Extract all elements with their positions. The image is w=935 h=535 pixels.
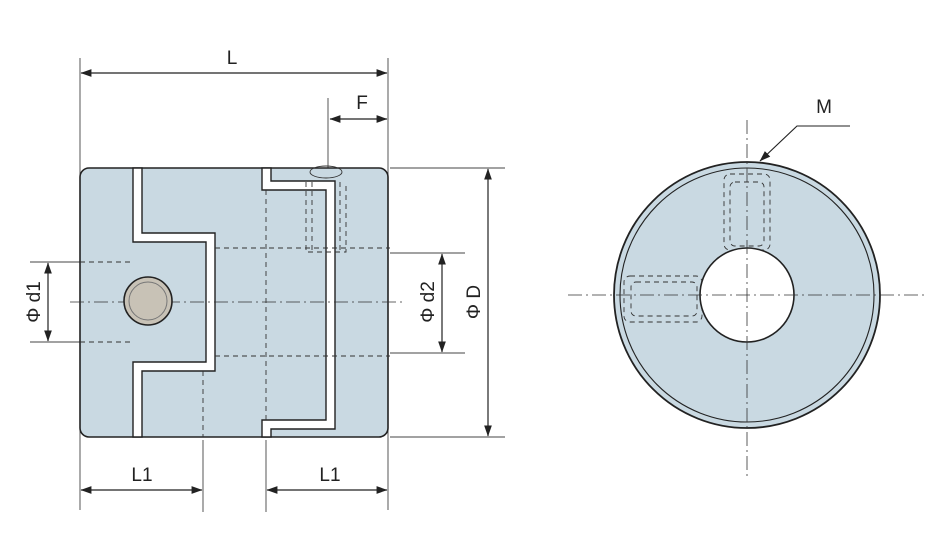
dimension-outer-d-label: Φ D	[464, 285, 485, 319]
dimension-l-label: L	[227, 48, 238, 69]
dimension-d2-label: Φ d2	[418, 281, 439, 323]
setscrew-hidden-vertical	[723, 173, 771, 251]
thread-leader-line	[759, 125, 850, 162]
thread-label: M	[816, 97, 832, 118]
dimension-d1-label: Φ d1	[24, 281, 45, 323]
dimension-l1-right-label: L1	[319, 465, 340, 486]
setscrew-top-edge	[309, 165, 343, 179]
setscrew-visible	[123, 276, 173, 326]
slot-left	[132, 167, 216, 438]
setscrew-hidden-horizontal-inner	[630, 281, 698, 317]
side-view: L F L1 L1 Φ d1 Φ d2 Φ D	[24, 48, 505, 512]
dimension-l1-left-label: L1	[131, 465, 152, 486]
end-view: M	[568, 97, 925, 478]
setscrew-inner-ring	[128, 281, 168, 321]
setscrew-hidden-side	[305, 182, 347, 253]
slot-right	[261, 167, 336, 438]
dimension-f-label: F	[356, 93, 368, 114]
